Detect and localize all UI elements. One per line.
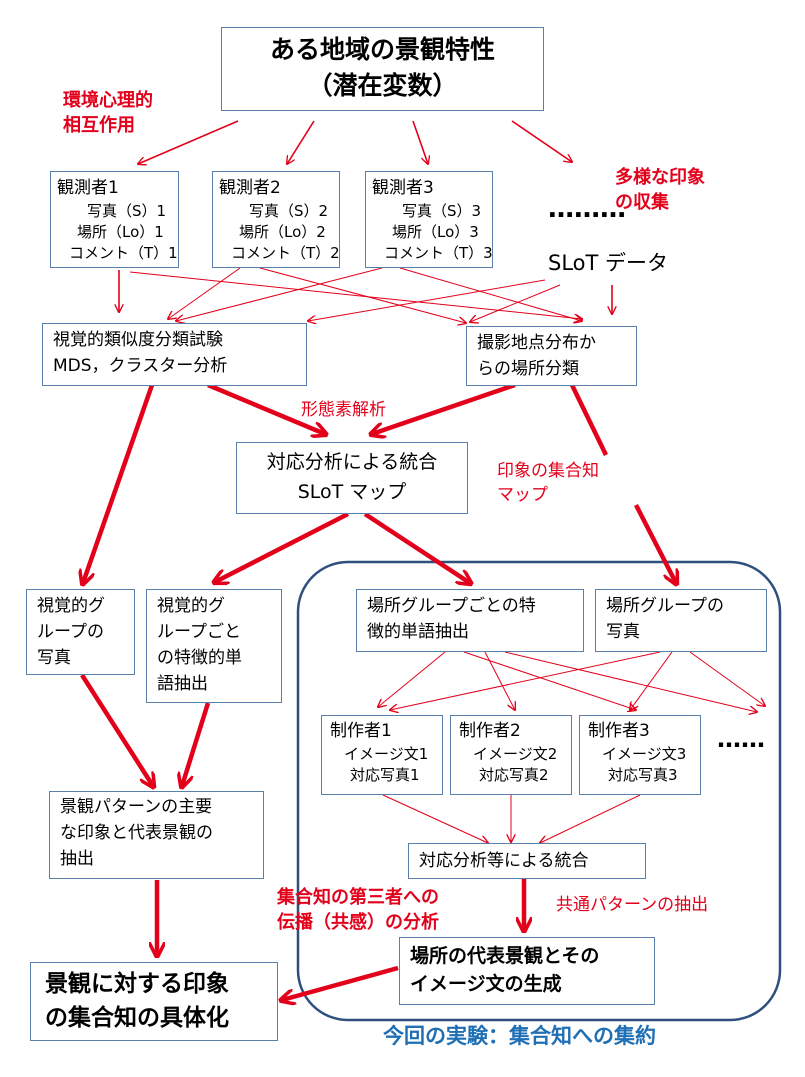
landscape-pattern-box: 景観パターンの主要 な印象と代表景観の 抽出 [49, 791, 264, 879]
observer-comment: コメント（T）2 [231, 244, 340, 262]
final-line1: 景観に対する印象 [45, 971, 229, 997]
location-class-line2: らの場所分類 [477, 359, 579, 379]
maker-box-2: 制作者2 イメージ文2 対応写真2 [450, 715, 572, 795]
place-group-photo-box: 場所グループの 写真 [595, 589, 767, 652]
maker-box-1: 制作者1 イメージ文1 対応写真1 [321, 715, 443, 795]
pg-photo-line2: 写真 [606, 622, 640, 642]
vg-words-line3: の特徴的単 [157, 648, 242, 668]
observer-box-3: 観測者3 写真（S）3 場所（Lo）3 コメント（T）3 [365, 171, 493, 268]
ca-integration-text: 対応分析等による統合 [419, 851, 589, 871]
observer-name: 観測者1 [57, 178, 119, 198]
env-label-line1: 環境心理的 [63, 90, 153, 111]
observer-box-1: 観測者1 写真（S）1 場所（Lo）1 コメント（T）1 [50, 171, 179, 268]
maker-photo: 対応写真2 [479, 766, 549, 784]
collective-map-label: 印象の集合知マップ [497, 459, 599, 507]
maker-text: イメージ文1 [344, 745, 429, 763]
rep-line2: イメージ文の生成 [410, 973, 562, 995]
vg-words-line4: 語抽出 [157, 674, 208, 694]
pg-words-line1: 場所グループごとの特 [367, 596, 536, 616]
final-line2: の集合知の具体化 [45, 1005, 229, 1031]
observer-name: 観測者2 [219, 178, 281, 198]
bold-arrows [82, 382, 676, 1000]
maker-name: 制作者2 [459, 721, 521, 741]
observer-comment: コメント（T）1 [69, 244, 178, 262]
visual-group-photo-box: 視覚的グ ループの 写真 [26, 589, 135, 675]
visual-test-line1: 視覚的類似度分類試験 [53, 330, 223, 350]
env-label-line2: 相互作用 [63, 115, 135, 136]
visual-similarity-test-box: 視覚的類似度分類試験 MDS，クラスター分析 [42, 323, 307, 386]
env-interaction-label: 環境心理的相互作用 [63, 88, 153, 138]
experiment-group-frame [296, 560, 782, 1022]
maker-photo: 対応写真1 [350, 766, 420, 784]
vg-photo-line3: 写真 [37, 648, 71, 668]
collective-map-line2: マップ [497, 485, 548, 505]
observer-comment: コメント（T）3 [384, 244, 493, 262]
observer-photo: 写真（S）1 [87, 202, 167, 220]
landscape-characteristics-box: ある地域の景観特性 （潜在変数） [221, 27, 544, 111]
observer-place: 場所（Lo）3 [392, 223, 479, 241]
maker-to-integration-arrows [382, 794, 641, 843]
maker-box-3: 制作者3 イメージ文3 対応写真3 [579, 715, 701, 795]
maker-name: 制作者1 [330, 721, 392, 741]
common-pattern-label: 共通パターンの抽出 [556, 895, 709, 915]
observer-place: 場所（Lo）2 [239, 223, 326, 241]
visual-test-line2: MDS，クラスター分析 [53, 356, 228, 376]
observer-photo: 写真（S）3 [402, 202, 482, 220]
integration-line2: SLoT マップ [297, 481, 407, 503]
ca-integration-slot-map-box: 対応分析による統合 SLoT マップ [236, 442, 468, 514]
observer-photo: 写真（S）2 [249, 202, 329, 220]
top-title: ある地域の景観特性 [269, 35, 495, 64]
slot-data-label: SLoT データ [548, 251, 669, 275]
diverse-label-line2: の収集 [615, 192, 669, 213]
propagation-line2: 伝播（共感）の分析 [277, 912, 439, 933]
morphological-analysis-label: 形態素解析 [301, 400, 386, 420]
rep-line1: 場所の代表景観とその [410, 945, 600, 967]
final-collective-intelligence-box: 景観に対する印象 の集合知の具体化 [30, 962, 278, 1041]
diverse-impressions-label: 多様な印象の収集 [615, 165, 705, 215]
observer-box-2: 観測者2 写真（S）2 場所（Lo）2 コメント（T）2 [212, 171, 340, 268]
maker-text: イメージ文2 [473, 745, 558, 763]
place-group-words-box: 場所グループごとの特 徴的単語抽出 [356, 589, 584, 652]
ca-integration-box: 対応分析等による統合 [408, 843, 646, 879]
representative-landscape-box: 場所の代表景観とその イメージ文の生成 [399, 937, 655, 1005]
location-class-line1: 撮影地点分布か [477, 333, 596, 353]
collective-map-line1: 印象の集合知 [497, 461, 599, 481]
maker-cross-arrows [378, 651, 765, 712]
observer-cross-arrows [119, 267, 612, 323]
ellipsis-top: ……… [548, 194, 626, 224]
diverse-label-line1: 多様な印象 [615, 167, 705, 188]
maker-name: 制作者3 [588, 721, 650, 741]
vg-photo-line2: ループの [37, 622, 104, 642]
integration-line1: 対応分析による統合 [266, 451, 438, 473]
propagation-line1: 集合知の第三者への [277, 887, 439, 908]
location-classification-box: 撮影地点分布か らの場所分類 [466, 326, 637, 386]
propagation-analysis-label: 集合知の第三者への伝播（共感）の分析 [277, 885, 439, 935]
top-fan-arrows [138, 120, 572, 164]
observer-name: 観測者3 [372, 178, 434, 198]
maker-text: イメージ文3 [602, 745, 687, 763]
vg-words-line1: 視覚的グ [157, 596, 225, 616]
top-subtitle: （潜在変数） [307, 71, 458, 100]
lp-line1: 景観パターンの主要 [60, 797, 213, 817]
lp-line2: な印象と代表景観の [60, 823, 213, 843]
pg-words-line2: 徴的単語抽出 [367, 622, 469, 642]
pg-photo-line1: 場所グループの [606, 596, 724, 616]
ellipsis-mid: …… [717, 725, 765, 753]
lp-line3: 抽出 [60, 849, 94, 869]
vg-photo-line1: 視覚的グ [37, 596, 105, 616]
observer-place: 場所（Lo）1 [77, 223, 164, 241]
maker-photo: 対応写真3 [608, 766, 678, 784]
vg-words-line2: ループごと [157, 622, 241, 642]
visual-group-words-box: 視覚的グ ループごと の特徴的単 語抽出 [146, 589, 282, 703]
experiment-label: 今回の実験：集合知への集約 [383, 1024, 656, 1048]
